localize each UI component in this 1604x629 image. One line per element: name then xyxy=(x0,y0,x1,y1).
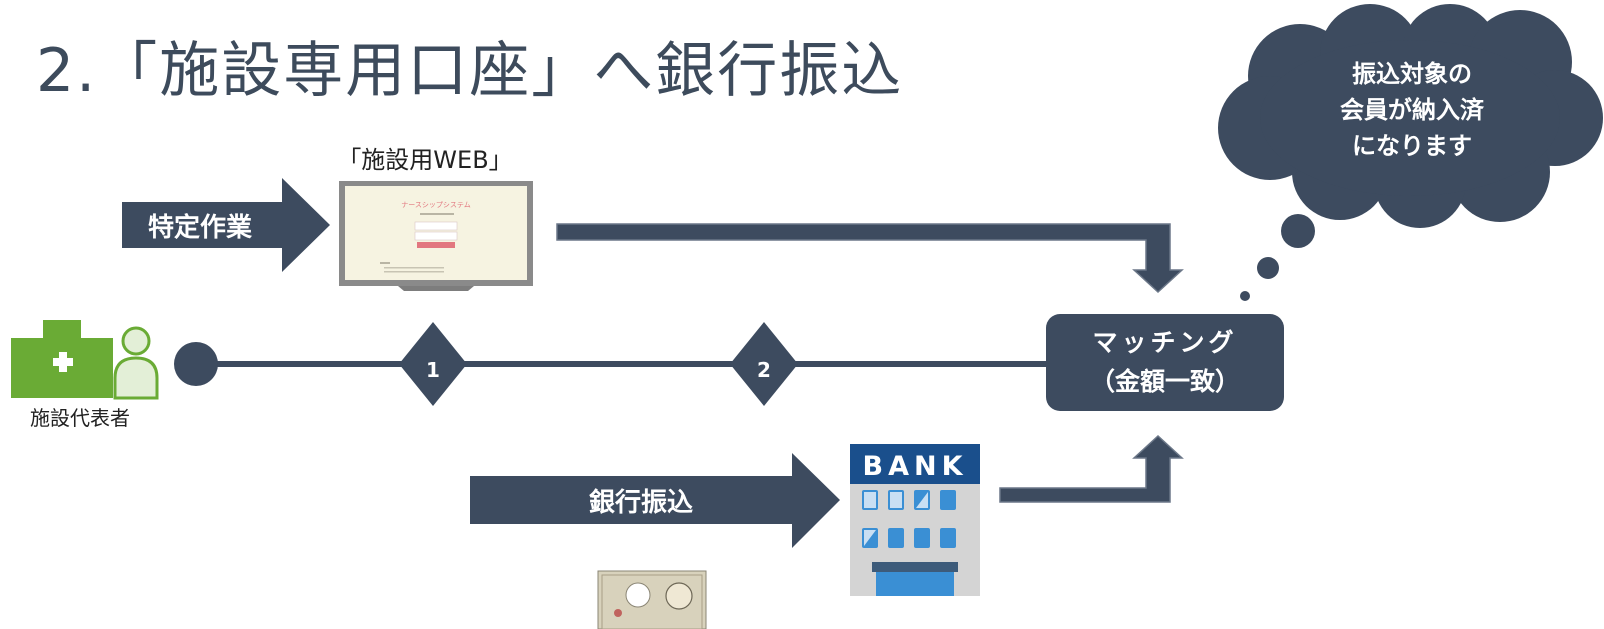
monitor-icon: ナースシップシステム xyxy=(339,181,533,291)
step-2-label: 2 xyxy=(757,358,771,382)
bank-building-icon: BANK xyxy=(850,444,980,596)
web-label: 「施設用WEB」 xyxy=(337,146,512,174)
matching-line-1: マッチング xyxy=(1092,328,1237,357)
matching-box xyxy=(1046,314,1284,411)
page-title: 2.「施設専用口座」へ銀行振込 xyxy=(36,36,904,106)
matching-line-2: （金額一致） xyxy=(1090,367,1240,396)
furikomi-label: 銀行振込 xyxy=(589,487,693,518)
thought-cloud-icon xyxy=(1218,4,1603,301)
banknote-icon xyxy=(597,570,707,629)
person-icon xyxy=(113,326,159,400)
step-2-diamond xyxy=(730,322,798,406)
step-1-label: 1 xyxy=(426,358,440,382)
actor-label: 施設代表者 xyxy=(30,406,130,430)
hospital-icon xyxy=(11,320,113,398)
cloud-text-line-3: になります xyxy=(1352,132,1472,160)
step-1-diamond xyxy=(399,322,467,406)
monitor-app-title: ナースシップシステム xyxy=(401,201,470,209)
cloud-text-line-2: 会員が納入済 xyxy=(1340,96,1485,124)
lower-flow-arrow xyxy=(999,434,1184,503)
cloud-text-line-1: 振込対象の xyxy=(1352,60,1472,88)
bank-sign: BANK xyxy=(863,451,968,482)
upper-flow-arrow xyxy=(556,223,1184,294)
timeline-start-dot xyxy=(174,342,218,386)
furikomi-arrow xyxy=(470,453,840,548)
tokutei-arrow xyxy=(122,178,330,272)
tokutei-label: 特定作業 xyxy=(148,212,252,243)
